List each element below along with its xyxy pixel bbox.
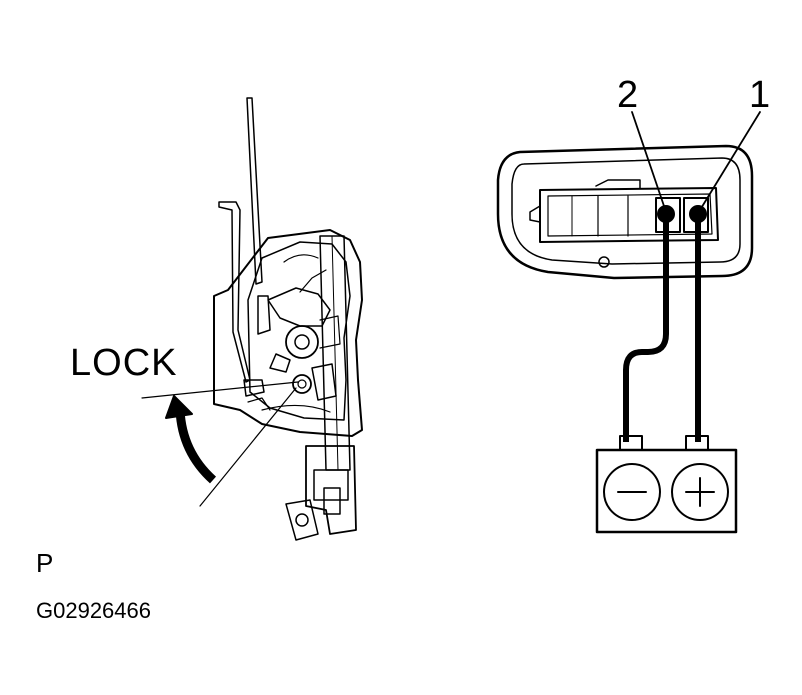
link-rod [218,201,251,383]
lock-connector [305,445,357,535]
battery-negative-terminal [603,463,661,521]
test-leads [623,214,701,442]
lock-housing [213,229,363,437]
pin-2-label: 2 [617,74,639,116]
lock-rod [246,97,263,285]
pin-1-label: 1 [749,74,771,116]
actuator-connector [496,111,761,280]
lock-direction-arrow [175,409,217,484]
lead-pin-2 [623,214,669,442]
battery-positive-terminal [671,463,729,521]
figure-id: G02926466 [36,598,151,623]
battery [595,435,738,534]
pin-2-contact [657,205,675,223]
lock-label: LOCK [70,342,178,384]
pin-1-contact [689,205,707,223]
door-lock-assembly [141,97,363,541]
figure-code: P [36,548,54,578]
